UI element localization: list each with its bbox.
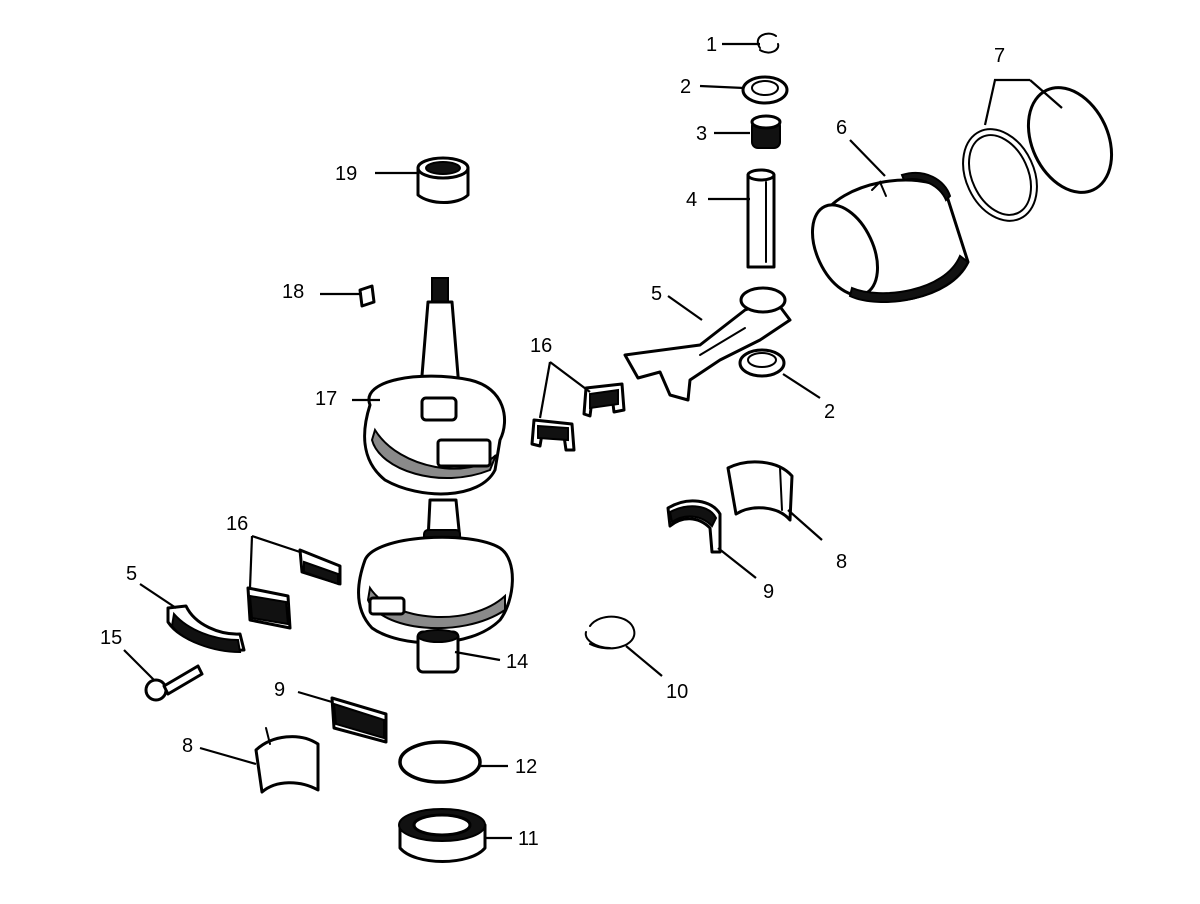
callout-18: 18: [282, 281, 304, 303]
leader-6: [849, 139, 886, 177]
part-19-bearing: [416, 156, 470, 204]
callout-6: 6: [836, 117, 847, 139]
part-3-needle-bearing: [750, 114, 782, 149]
callout-11: 11: [518, 828, 539, 850]
callout-17: 17: [315, 388, 337, 410]
leader-9-lower: [297, 690, 333, 704]
leader-10: [625, 645, 663, 677]
callout-2-top: 2: [680, 76, 691, 98]
callout-2-bottom: 2: [824, 401, 835, 423]
part-9-bearing-half-lower: [330, 696, 388, 744]
leader-16-lower-a: [248, 535, 254, 589]
part-9-bearing-half-right: [666, 499, 722, 554]
callout-1: 1: [706, 34, 717, 56]
leader-5-top: [667, 295, 703, 321]
callout-8-lower: 8: [182, 735, 193, 757]
part-16-bearing-cage-upper: [530, 382, 626, 452]
callout-12: 12: [515, 756, 537, 778]
leader-2-top: [699, 84, 745, 90]
leader-14: [454, 650, 501, 662]
part-1-retaining-ring: [757, 32, 780, 54]
part-10-retaining-ring: [584, 615, 636, 650]
leader-9-right: [717, 547, 757, 579]
part-15-cap-screw: [144, 664, 204, 702]
leader-16-upper-b: [549, 361, 591, 393]
leader-2-bottom: [782, 373, 821, 399]
part-12-o-ring: [398, 740, 482, 784]
part-6-piston: [811, 171, 970, 303]
callout-9-right: 9: [763, 581, 774, 603]
leader-16-upper-a: [538, 361, 552, 419]
callout-14: 14: [506, 651, 528, 673]
callout-5-top: 5: [651, 283, 662, 305]
part-17-crankshaft: [357, 277, 514, 674]
leader-7-a: [983, 78, 1030, 126]
callout-16-upper: 16: [530, 335, 552, 357]
part-16-bearing-cage-lower: [246, 548, 342, 630]
callout-3: 3: [696, 123, 707, 145]
part-2-washer-bottom: [738, 348, 786, 378]
part-8-shell-lower: [254, 727, 320, 794]
part-11-oil-seal: [398, 808, 487, 863]
leader-5-lower: [139, 583, 177, 609]
leader-7-b: [1029, 79, 1063, 109]
part-5-rod-cap: [166, 604, 246, 654]
leader-8-lower: [199, 746, 257, 766]
part-4-piston-pin: [746, 168, 776, 269]
leader-lines: [123, 42, 1063, 840]
leader-15: [123, 649, 155, 681]
callout-15: 15: [100, 627, 122, 649]
callout-10: 10: [666, 681, 688, 703]
leader-16-lower-b: [251, 534, 301, 554]
callout-4: 4: [686, 189, 697, 211]
callout-numbers: 1 2 3 4 5 2 6 7 19 18 17 16 16 8 9 5 15 …: [100, 34, 1005, 850]
part-2-washer-top: [741, 75, 789, 105]
part-8-shell-right: [726, 460, 794, 522]
callout-16-lower: 16: [226, 513, 248, 535]
callout-9-lower: 9: [274, 679, 285, 701]
callout-7: 7: [994, 45, 1005, 67]
part-18-key: [358, 284, 376, 308]
part-5-connecting-rod: [623, 286, 792, 402]
leader-8-right: [787, 509, 823, 541]
callout-8-right: 8: [836, 551, 847, 573]
callout-5-lower: 5: [126, 563, 137, 585]
part-7-piston-rings: [962, 86, 1114, 222]
callout-19: 19: [335, 163, 357, 185]
